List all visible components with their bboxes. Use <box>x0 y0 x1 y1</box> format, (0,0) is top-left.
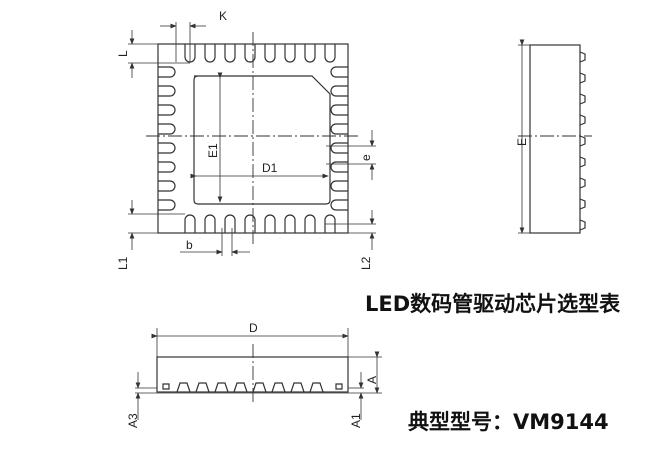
bottom-lead <box>176 382 191 393</box>
bottom-lead <box>290 382 305 393</box>
pad-top <box>304 44 316 63</box>
pad-right <box>330 180 348 192</box>
side-lead <box>579 114 586 126</box>
pad-bottom <box>324 214 336 233</box>
label-A3: A3 <box>126 413 140 428</box>
label-K: K <box>219 9 227 23</box>
bottom-lead <box>309 382 324 393</box>
pad-right <box>330 85 348 97</box>
pad-bottom <box>304 214 316 233</box>
exposed-pad <box>193 75 331 205</box>
label-L: L <box>116 50 130 57</box>
pad-bottom <box>224 214 236 233</box>
label-L1: L1 <box>116 256 130 270</box>
pad-bottom <box>284 214 296 233</box>
label-D1: D1 <box>262 161 278 175</box>
label-E: E <box>515 138 529 146</box>
label-A: A <box>365 376 379 384</box>
pad-top <box>264 44 276 63</box>
pad-top <box>324 44 336 63</box>
label-L2: L2 <box>359 256 373 270</box>
pad-right <box>330 161 348 173</box>
bottom-lead <box>162 383 170 390</box>
pad-top <box>204 44 216 63</box>
pad-left <box>158 104 176 116</box>
side-lead <box>579 93 586 105</box>
pad-left <box>158 142 176 154</box>
pad-right <box>330 104 348 116</box>
pad-right <box>330 142 348 154</box>
side-view-right: E <box>515 39 592 234</box>
label-E1: E1 <box>206 143 220 158</box>
pad-top <box>224 44 236 63</box>
bottom-lead <box>214 382 229 393</box>
model-number: 典型型号：VM9144 <box>408 410 609 434</box>
pad-right <box>330 199 348 211</box>
bottom-lead <box>335 383 343 390</box>
label-b: b <box>186 238 193 252</box>
pad-top <box>244 44 256 63</box>
pad-left <box>158 161 176 173</box>
label-A1: A1 <box>349 413 363 428</box>
bottom-lead <box>233 382 248 393</box>
pad-left <box>158 123 176 135</box>
pad-right <box>330 123 348 135</box>
label-e: e <box>359 154 373 161</box>
pad-left <box>158 199 176 211</box>
side-lead <box>579 177 586 189</box>
pad-top <box>284 44 296 63</box>
label-D: D <box>249 321 258 335</box>
side-lead <box>579 51 586 63</box>
page-title: LED数码管驱动芯片选型表 <box>365 292 621 316</box>
pad-left <box>158 66 176 78</box>
bottom-lead <box>271 382 286 393</box>
pad-right <box>330 66 348 78</box>
side-view-bottom: D A A1 A3 <box>126 321 382 428</box>
bottom-lead <box>252 382 267 393</box>
top-view: K L E1 D1 e b L1 L2 <box>116 9 376 270</box>
pad-bottom <box>184 214 196 233</box>
pad-bottom <box>244 214 256 233</box>
pad-left <box>158 180 176 192</box>
side-lead <box>579 198 586 210</box>
side-lead <box>579 219 586 231</box>
side-lead <box>579 72 586 84</box>
side-lead <box>579 156 586 168</box>
pad-bottom <box>204 214 216 233</box>
bottom-lead <box>195 382 210 393</box>
pad-bottom <box>264 214 276 233</box>
pad-left <box>158 85 176 97</box>
side-lead <box>579 135 586 147</box>
